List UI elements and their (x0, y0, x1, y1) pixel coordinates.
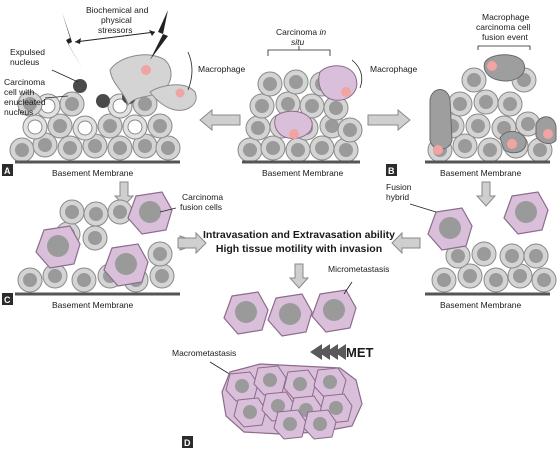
macrophage-label-b: Macrophage (370, 64, 418, 74)
panel-tag-d (182, 436, 193, 448)
block-arrow-icon (288, 263, 310, 289)
panel-letter-a: A (4, 166, 11, 176)
panel-letter-d: D (184, 438, 191, 448)
membrane-label-a: Basement Membrane (52, 168, 134, 178)
panel-letter-b: B (388, 166, 395, 176)
macrometastasis-mass (221, 363, 363, 440)
membrane-label-d: Basement Membrane (52, 300, 134, 310)
expulsed-nucleus (96, 94, 110, 108)
lightning-bolt-icon (62, 10, 168, 68)
expulsed-nucleus (73, 79, 87, 93)
panel-b-cluster (237, 65, 363, 163)
micrometastasis-label: Micrometastasis (328, 264, 389, 274)
block-arrow-icon (367, 108, 411, 132)
panel-c-cluster (17, 191, 175, 293)
micrometastasis-cells (223, 289, 357, 337)
met-label: MET (346, 345, 374, 360)
block-arrow-icon (475, 181, 497, 207)
panel-tag-a (2, 164, 13, 176)
block-arrow-icon (199, 108, 241, 132)
membrane-label-c: Basement Membrane (440, 168, 522, 178)
membrane-label-b: Basement Membrane (262, 168, 344, 178)
block-arrow-icon (391, 231, 421, 255)
macrophage-a (109, 54, 197, 111)
fusion-hybrid-cluster (427, 191, 557, 293)
center-title-2: High tissue motility with invasion (216, 243, 382, 255)
membrane-label-e: Basement Membrane (440, 300, 522, 310)
block-arrow-icon (177, 231, 207, 255)
macrophage-label-a: Macrophage (198, 64, 246, 74)
fusion-event-cluster (427, 54, 557, 163)
chevron-arrow-icon (310, 344, 346, 360)
center-title-1: Intravasation and Extravasation ability (203, 229, 395, 241)
macrometastasis-label: Macrometastasis (172, 348, 236, 358)
panel-tag-b (386, 164, 397, 176)
panel-tag-c (2, 293, 13, 305)
panel-letter-c: C (4, 295, 11, 305)
